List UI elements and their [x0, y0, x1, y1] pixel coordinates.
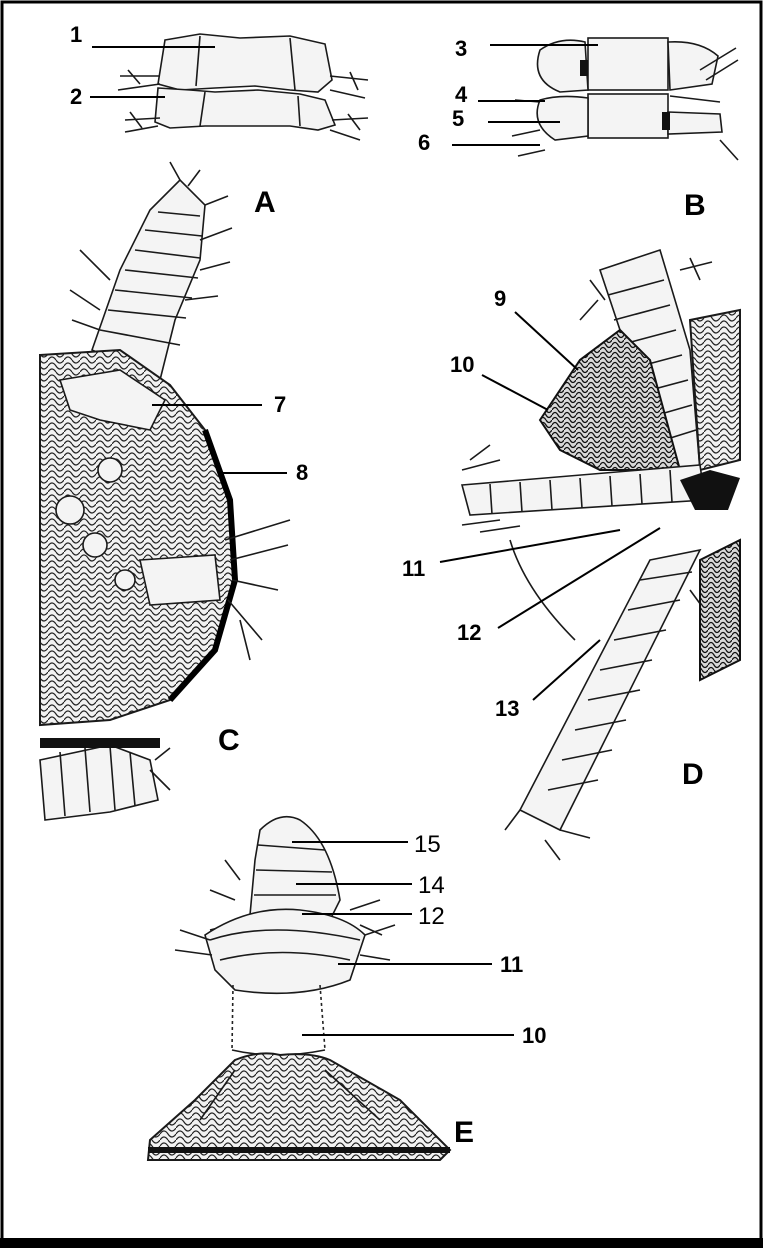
label-panel-b-4: 4 [455, 82, 468, 107]
label-panel-e-11: 11 [500, 952, 523, 977]
panel-c-illustration [40, 162, 290, 820]
figure-bottom-bar [0, 1238, 763, 1248]
label-panel-d-9: 9 [494, 286, 506, 311]
label-panel-b-6: 6 [418, 130, 430, 155]
panel-letter-d: D [682, 758, 704, 791]
label-panel-c-7: 7 [274, 392, 286, 417]
panel-a-illustration [118, 34, 368, 140]
label-panel-e-14: 14 [418, 872, 445, 899]
label-panel-b-3: 3 [455, 36, 467, 61]
panel-b-illustration [512, 38, 738, 160]
label-panel-b-5: 5 [452, 106, 464, 131]
label-panel-e-15: 15 [414, 831, 441, 858]
label-panel-a-2: 2 [70, 84, 82, 109]
label-panel-a-1: 1 [70, 22, 82, 47]
panel-letter-b: B [684, 189, 706, 222]
label-panel-e-12: 12 [418, 903, 445, 930]
label-panel-d-13: 13 [495, 696, 519, 721]
panel-e-illustration [148, 817, 450, 1160]
panel-letter-e: E [454, 1116, 474, 1149]
panel-letter-c: C [218, 724, 240, 757]
label-panel-d-11: 11 [402, 556, 425, 581]
panel-letter-a: A [254, 186, 276, 219]
label-panel-c-8: 8 [296, 460, 308, 485]
label-panel-e-10: 10 [522, 1023, 546, 1048]
label-panel-d-12: 12 [457, 620, 481, 645]
label-panel-d-10: 10 [450, 352, 474, 377]
